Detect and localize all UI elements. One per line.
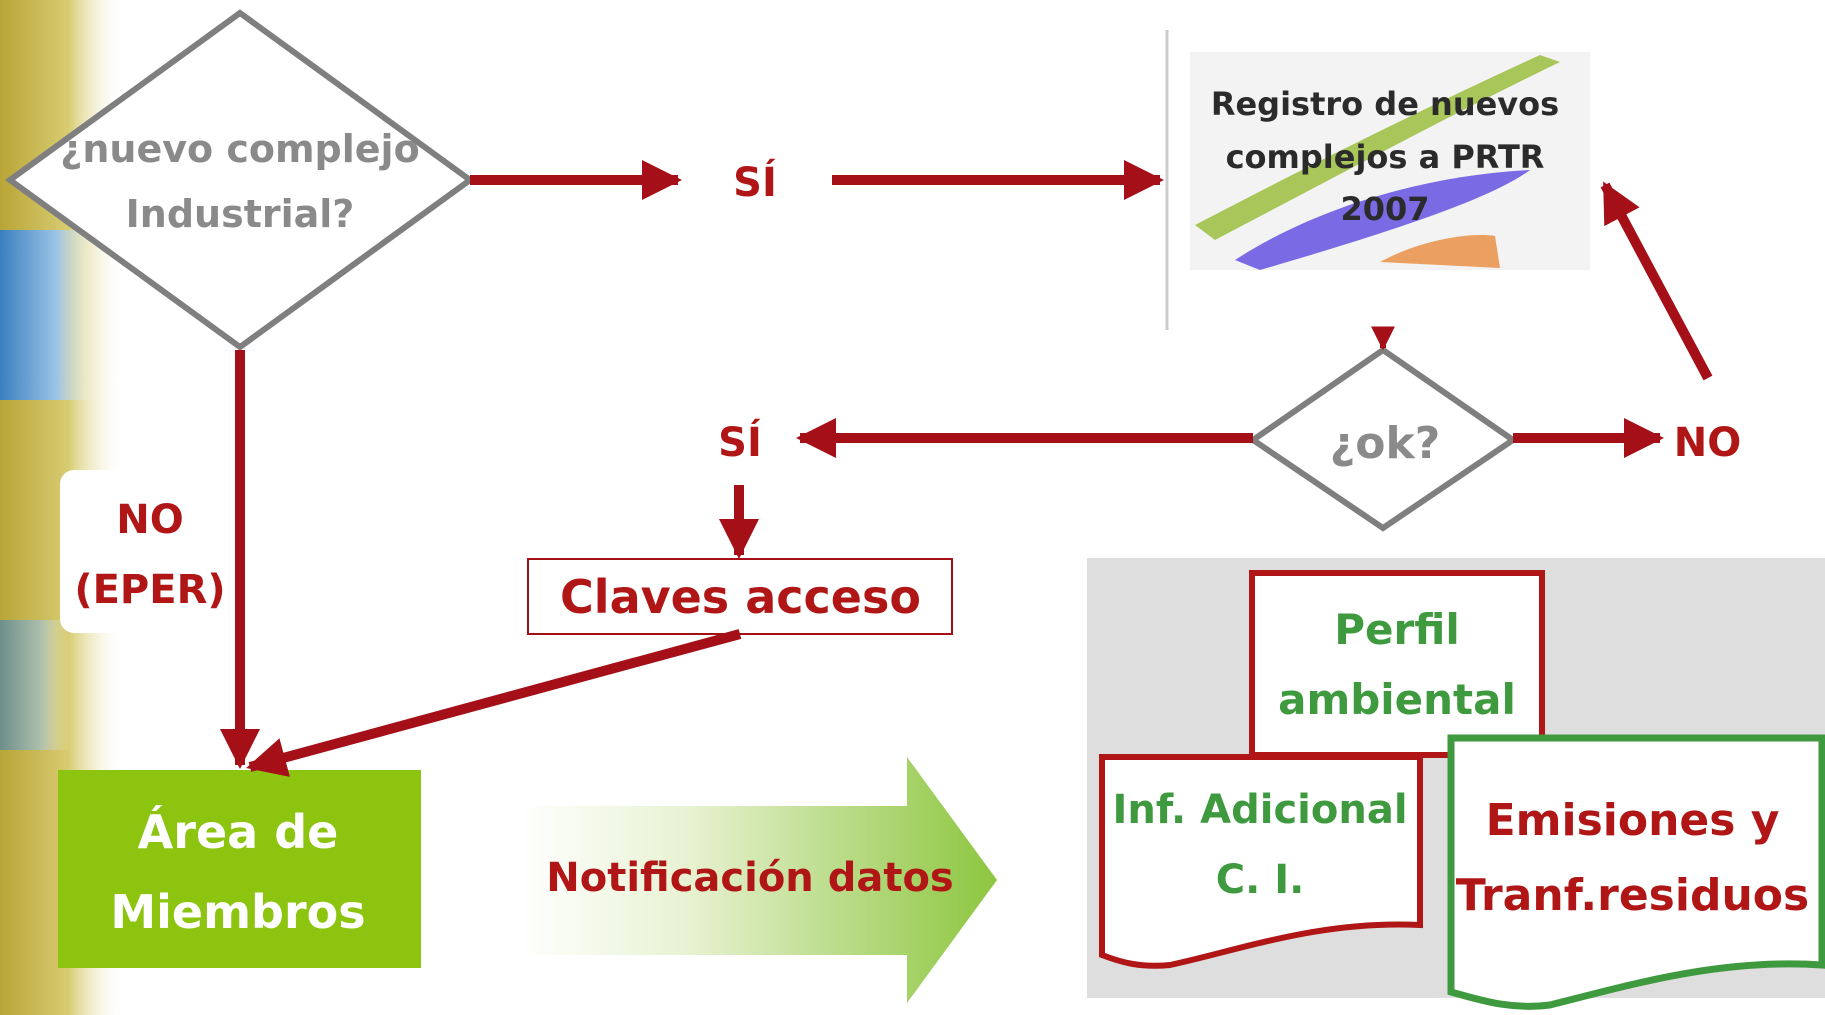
members-area-box (58, 770, 421, 968)
registry-logo-line3: 2007 (1340, 190, 1430, 228)
label-no-eper-line1: NO (116, 497, 184, 543)
registry-logo-line2: complejos a PRTR (1225, 138, 1545, 176)
decision-ok-label: ¿ok? (1329, 418, 1441, 469)
label-no-eper-line2: (EPER) (74, 567, 226, 613)
doc-emissions-line1: Emisiones y (1485, 795, 1780, 846)
doc-additional-info-shape (1099, 754, 1423, 969)
access-keys-label: Claves acceso (560, 570, 921, 624)
doc-environmental-profile-line1: Perfil (1334, 605, 1460, 654)
label-no-right: NO (1673, 420, 1742, 466)
doc-environmental-profile-shape (1249, 570, 1545, 758)
label-yes-mid: SÍ (718, 420, 762, 466)
data-notification-arrow (520, 757, 997, 1003)
no-eper-label-box (60, 470, 230, 633)
access-keys-box (527, 558, 953, 635)
decision-ok-diamond (1247, 346, 1519, 532)
doc-additional-info-line2: C. I. (1215, 857, 1305, 903)
arrow-no-to-registry (1600, 181, 1713, 381)
data-notification-label: Notificación datos (546, 855, 954, 901)
registry-logo (1165, 30, 1590, 330)
doc-additional-info-line1: Inf. Adicional (1112, 787, 1408, 833)
decision-new-complex-diamond (4, 9, 476, 351)
arrow-claves-to-members (246, 629, 742, 777)
decision-new-complex-line2: Industrial? (125, 192, 355, 236)
doc-emissions-line2: Tranf.residuos (1455, 870, 1810, 921)
doc-environmental-profile-line2: ambiental (1278, 675, 1516, 724)
members-area-line1: Área de (137, 805, 339, 859)
flow-arrows (220, 160, 1713, 777)
label-yes-top: SÍ (733, 160, 777, 206)
doc-emissions-shape (1447, 734, 1825, 1010)
registry-logo-line1: Registro de nuevos (1210, 85, 1560, 123)
members-area-line2: Miembros (110, 885, 366, 939)
decision-new-complex-line1: ¿nuevo complejo (60, 127, 420, 171)
